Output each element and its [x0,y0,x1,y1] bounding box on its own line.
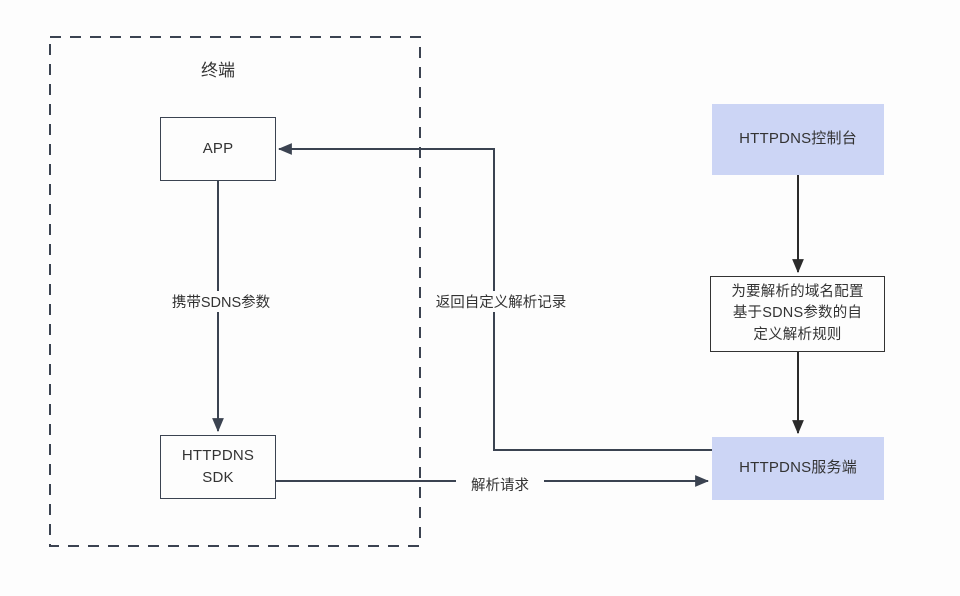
edge-label-sdk-to-server: 解析请求 [456,474,544,495]
terminal-group-label: 终端 [201,61,235,80]
terminal-group-boundary [49,36,421,547]
node-httpdns-sdk[interactable]: HTTPDNS SDK [160,435,276,499]
node-httpdns-server[interactable]: HTTPDNS服务端 [712,437,884,500]
edge-label-app-to-sdk: 携带SDNS参数 [158,291,284,312]
node-httpdns-console[interactable]: HTTPDNS控制台 [712,104,884,175]
node-sdns-rule[interactable]: 为要解析的域名配置 基于SDNS参数的自 定义解析规则 [710,276,885,352]
edge-label-server-to-app: 返回自定义解析记录 [424,291,578,312]
node-app[interactable]: APP [160,117,276,181]
